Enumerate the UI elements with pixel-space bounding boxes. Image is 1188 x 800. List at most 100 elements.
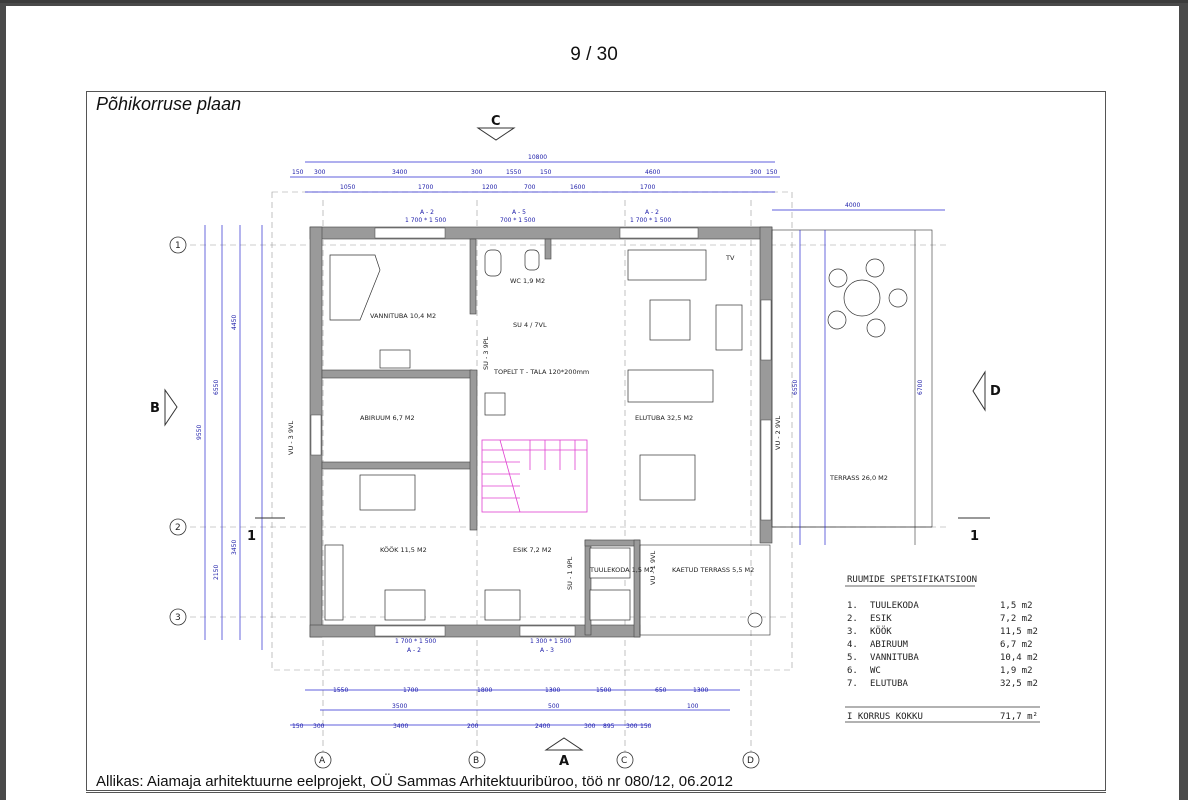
section-markers: C A B D 1 1 xyxy=(150,114,1001,769)
dim-left-d: 2150 xyxy=(213,565,220,580)
dim-total-width: 10800 xyxy=(528,154,547,161)
room-spec-table: RUUMIDE SPETSIFIKATSIOON xyxy=(845,575,977,587)
figure-frame xyxy=(86,91,1106,791)
window-bottom-1-code: A - 2 xyxy=(407,647,421,654)
spec-row-area: 32,5 m2 xyxy=(1000,679,1038,689)
room-wc: WC 1,9 M2 xyxy=(510,277,545,285)
spec-row-no: 2. xyxy=(847,614,858,624)
spec-row-no: 5. xyxy=(847,653,858,663)
spec-row-area: 1,9 m2 xyxy=(1000,666,1033,676)
dim-top-r2-3: 300 xyxy=(471,169,483,176)
dim-top-r3-0: 1050 xyxy=(340,184,355,191)
left-dimensions: 9550 6550 4450 3450 2150 xyxy=(196,315,238,580)
dim-top-r2-8: 150 xyxy=(766,169,778,176)
room-labels: VANNITUBA 10,4 M2 WC 1,9 M2 SU 4 / 7VL E… xyxy=(360,277,888,574)
grid-col-b: B xyxy=(473,756,479,766)
frame-divider xyxy=(86,792,1106,793)
grid-row-2: 2 xyxy=(175,523,181,533)
dim-bottom-r3-4: 2400 xyxy=(535,723,550,730)
dim-bottom-r1-4: 1500 xyxy=(596,687,611,694)
window-top-1-code: A - 2 xyxy=(420,209,434,216)
spec-row-name: TUULEKODA xyxy=(870,601,919,611)
dim-top-r2-7: 300 xyxy=(750,169,762,176)
dim-bottom-r1-2: 1800 xyxy=(477,687,492,694)
dim-bottom-r3-3: 200 xyxy=(467,723,479,730)
room-elutuba: ELUTUBA 32,5 M2 xyxy=(635,414,693,422)
dim-top-r3-2: 1200 xyxy=(482,184,497,191)
spec-row-name: VANNITUBA xyxy=(870,653,919,663)
beam-note: TOPELT T - TALA 120*200mm xyxy=(493,368,589,376)
dim-bottom-r2-0: 3500 xyxy=(392,703,407,710)
spec-total-value: 71,7 m² xyxy=(1000,712,1038,722)
dim-left-b: 6550 xyxy=(213,380,220,395)
cut-right: 1 xyxy=(970,529,979,544)
spec-row-no: 7. xyxy=(847,679,858,689)
top-dimensions: 10800 150 300 3400 300 1550 150 4600 300… xyxy=(292,154,860,224)
dim-bottom-r3-6: 895 xyxy=(603,723,615,730)
dim-top-r3-3: 700 xyxy=(524,184,536,191)
spec-row-no: 6. xyxy=(847,666,858,676)
grid-col-a: A xyxy=(319,756,326,766)
grid-col-markers: A B C D xyxy=(314,751,760,769)
spec-total: I KORRUS KOKKU 71,7 m² xyxy=(845,706,1040,723)
spec-title: RUUMIDE SPETSIFIKATSIOON xyxy=(847,575,977,585)
dim-left-total: 9550 xyxy=(196,425,203,440)
dim-top-r2-5: 150 xyxy=(540,169,552,176)
window-bottom-1-size: 1 700 * 1 500 xyxy=(395,638,436,645)
dim-top-r3-4: 1600 xyxy=(570,184,585,191)
dim-bottom-r3-7: 300 xyxy=(626,723,638,730)
dim-top-r2-6: 4600 xyxy=(645,169,660,176)
spec-row-name: WC xyxy=(870,666,881,676)
cut-left: 1 xyxy=(247,529,256,544)
vent-vu2: VU - 2 9VL xyxy=(774,416,782,450)
room-abiruum: ABIRUUM 6,7 M2 xyxy=(360,414,415,422)
dim-bottom-r2-1: 500 xyxy=(548,703,560,710)
spec-row-name: KÖÖK xyxy=(870,626,892,637)
window-bottom-2-code: A - 3 xyxy=(540,647,554,654)
dim-bottom-r3-2: 3400 xyxy=(393,723,408,730)
spec-row-name: ESIK xyxy=(870,614,892,624)
dim-bottom-r2-2: 100 xyxy=(687,703,699,710)
tv-label: TV xyxy=(725,254,735,262)
dim-right-b: 6700 xyxy=(917,380,924,395)
room-kaetud-terrass: KAETUD TERRASS 5,5 M2 xyxy=(672,566,754,574)
spec-row-area: 6,7 m2 xyxy=(1000,640,1033,650)
viewer-top-bar xyxy=(0,0,1188,3)
dim-terrace-width: 4000 xyxy=(845,202,860,209)
dim-left-c: 3450 xyxy=(231,540,238,555)
vent-vu3: VU - 3 9VL xyxy=(287,421,295,455)
dim-bottom-r3-5: 300 xyxy=(584,723,596,730)
section-b: B xyxy=(150,401,160,416)
dim-bottom-r1-1: 1700 xyxy=(403,687,418,694)
grid-row-3: 3 xyxy=(175,613,181,623)
dim-bottom-r3-1: 300 xyxy=(313,723,325,730)
dim-top-r3-5: 1700 xyxy=(640,184,655,191)
vent-su3: SU - 3 9PL xyxy=(482,336,490,370)
section-a: A xyxy=(559,754,569,769)
source-caption: Allikas: Aiamaja arhitektuurne eelprojek… xyxy=(96,773,734,790)
dim-bottom-r1-3: 1300 xyxy=(545,687,560,694)
dim-bottom-r3-8: 150 xyxy=(640,723,652,730)
room-tuulekoda: TUULEKODA 1,5 M2 xyxy=(589,566,654,574)
spec-row-area: 10,4 m2 xyxy=(1000,653,1038,663)
section-c: C xyxy=(491,114,501,129)
window-top-2-size: 700 * 1 500 xyxy=(500,217,536,224)
dim-top-r2-4: 1550 xyxy=(506,169,521,176)
dim-top-r2-1: 300 xyxy=(314,169,326,176)
window-top-3-code: A - 2 xyxy=(645,209,659,216)
spec-row-area: 7,2 m2 xyxy=(1000,614,1033,624)
window-top-2-code: A - 5 xyxy=(512,209,526,216)
spec-row-name: ELUTUBA xyxy=(870,679,909,689)
spec-row-name: ABIRUUM xyxy=(870,640,909,650)
spec-row-no: 3. xyxy=(847,627,858,637)
grid-col-d: D xyxy=(747,756,754,766)
window-top-3-size: 1 700 * 1 500 xyxy=(630,217,671,224)
dim-top-r3-1: 1700 xyxy=(418,184,433,191)
spec-row-area: 11,5 m2 xyxy=(1000,627,1038,637)
room-su4: SU 4 / 7VL xyxy=(513,321,547,329)
section-d: D xyxy=(990,384,1001,399)
dim-bottom-r1-5: 650 xyxy=(655,687,667,694)
room-esik: ESIK 7,2 M2 xyxy=(513,546,552,554)
spec-row-no: 1. xyxy=(847,601,858,611)
